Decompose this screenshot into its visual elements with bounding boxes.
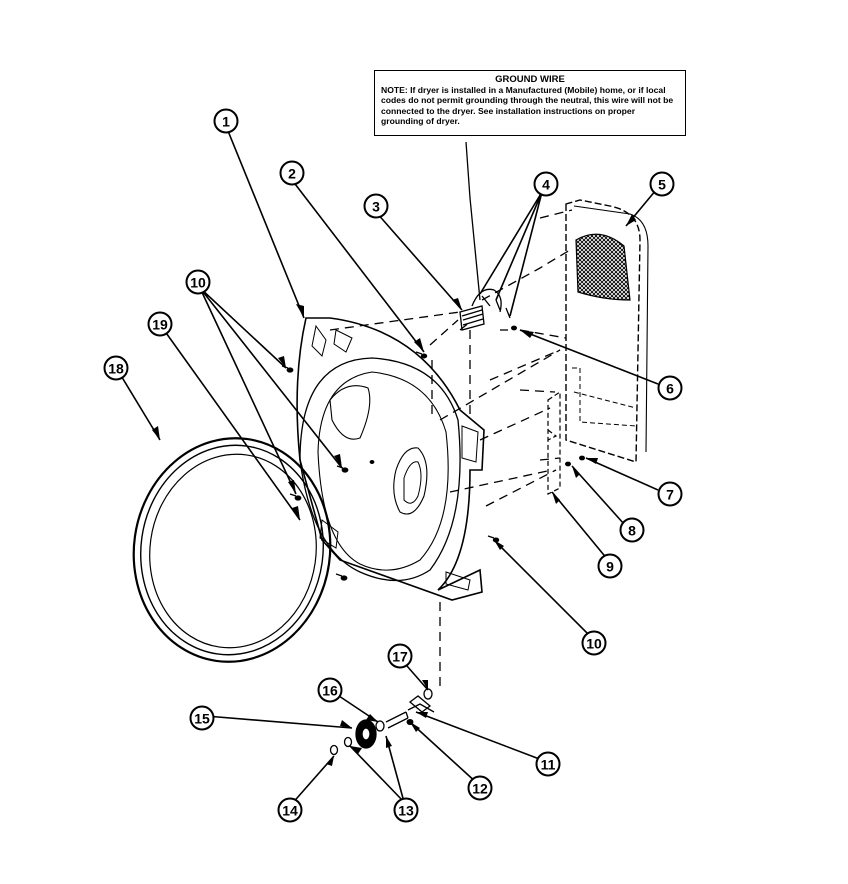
callout-circle [185,269,211,295]
callout-circle [535,751,561,777]
callout-label: 19 [152,317,168,333]
callout-circle [277,797,303,823]
callout-circle [467,775,493,801]
callout-circle [189,705,215,731]
callout-label: 8 [628,523,636,539]
callout-label: 18 [108,361,124,377]
callout-circle [213,108,239,134]
callout-c1: 1 [213,108,239,134]
leader-lines [119,125,659,807]
callout-label: 13 [398,803,414,819]
callout-circle [533,171,559,197]
callout-c6: 6 [657,375,683,401]
callout-label: 9 [606,559,614,575]
callout-label: 14 [282,803,298,819]
callout-c19: 19 [147,311,173,337]
callout-c13: 13 [393,797,419,823]
callout-c16: 16 [317,677,343,703]
front-bulkhead-part [296,317,485,601]
callout-c8: 8 [619,517,645,543]
callout-c2: 2 [279,160,305,186]
callout-c4: 4 [533,171,559,197]
callout-circle [103,355,129,381]
leader-arrowheads [152,214,636,766]
callout-label: 6 [666,381,674,397]
callout-circle [363,193,389,219]
callout-circle [147,311,173,337]
callout-c10b: 10 [581,630,607,656]
callout-label: 7 [666,487,674,503]
callout-label: 1 [222,114,230,130]
callout-label: 15 [194,711,210,727]
roller-assembly-part [329,688,435,756]
callout-circle [581,630,607,656]
callout-c11: 11 [535,751,561,777]
callout-circle [649,171,675,197]
callout-circle [317,677,343,703]
callout-c17: 17 [387,643,413,669]
callout-label: 11 [541,757,556,773]
screws [286,325,585,581]
callout-circle [393,797,419,823]
ground-wire-note: GROUND WIRE NOTE: If dryer is installed … [374,70,686,136]
callout-circle [387,643,413,669]
rear-panel-part [565,199,649,463]
callout-label: 12 [472,781,488,797]
callout-c5: 5 [649,171,675,197]
callout-circle [279,160,305,186]
callout-c9: 9 [597,553,623,579]
bracket-part [547,390,561,495]
callout-c15: 15 [189,705,215,731]
callout-c12: 12 [467,775,493,801]
callout-label: 5 [658,177,666,193]
callout-circle [657,481,683,507]
callout-circle [619,517,645,543]
callout-label: 10 [190,275,206,291]
door-ring-part [132,437,332,663]
callout-label: 16 [322,683,338,699]
callout-c10a: 10 [185,269,211,295]
callout-label: 17 [392,649,408,665]
callout-label: 3 [372,199,380,215]
note-title: GROUND WIRE [495,74,565,85]
note-text: NOTE: If dryer is installed in a Manufac… [381,85,674,127]
callout-circle [657,375,683,401]
terminal-block-part [459,141,511,331]
callout-label: 10 [586,636,602,652]
callout-label: 2 [288,166,296,182]
callout-circle [597,553,623,579]
assembly-dashed-lines [329,209,573,690]
callout-c18: 18 [103,355,129,381]
callout-c14: 14 [277,797,303,823]
callout-c3: 3 [363,193,389,219]
callout-c7: 7 [657,481,683,507]
callout-label: 4 [542,177,550,193]
